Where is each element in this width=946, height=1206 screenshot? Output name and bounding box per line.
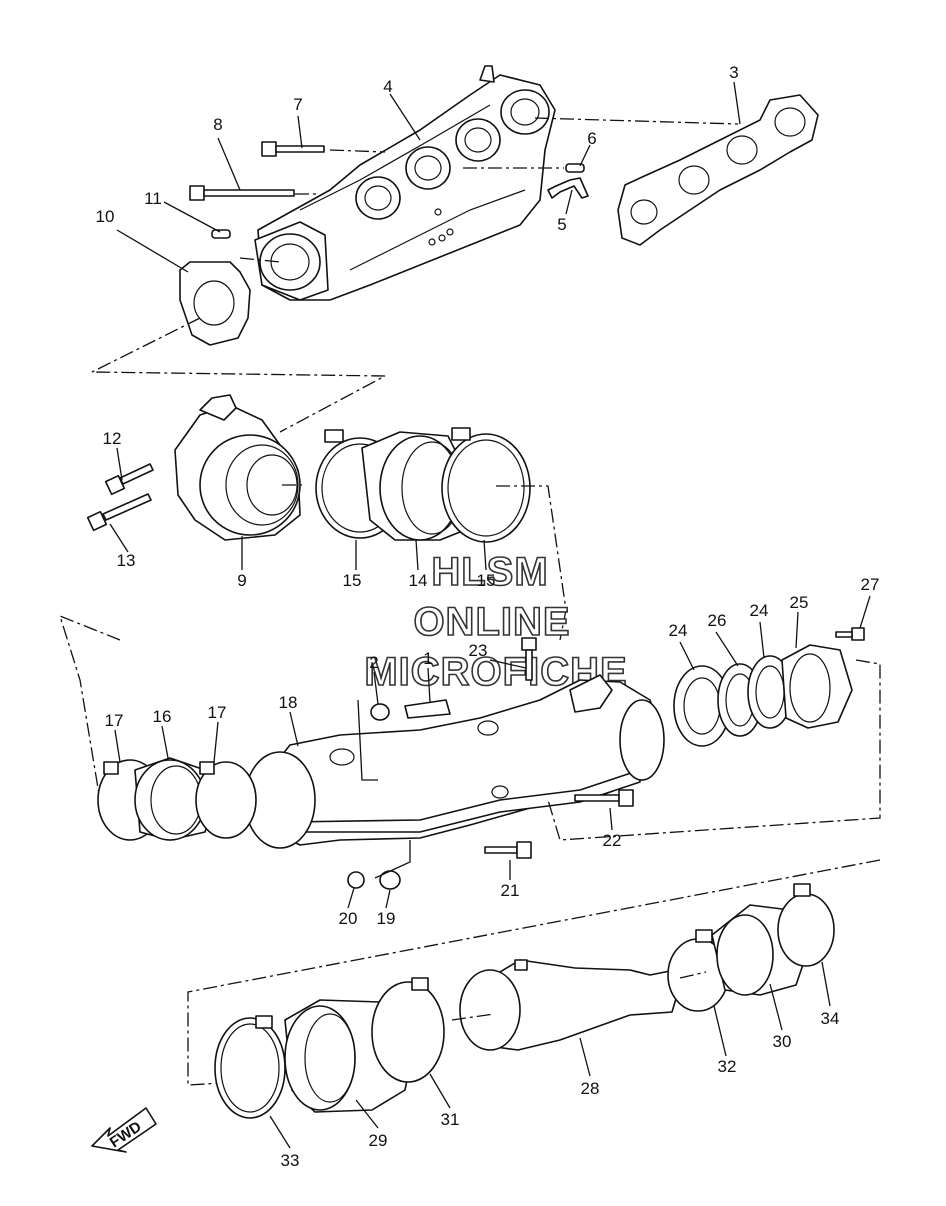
hose-clamp-17-right[interactable] <box>195 761 257 839</box>
bolt-13[interactable] <box>86 493 152 532</box>
callout-6: 6 <box>587 129 596 148</box>
plug-2[interactable] <box>370 703 390 721</box>
callout-10: 10 <box>96 207 115 226</box>
screw-23[interactable] <box>521 637 537 681</box>
exhaust-pipe-group <box>187 859 881 1119</box>
hose-clamp-33[interactable] <box>214 1017 286 1119</box>
nut-20[interactable] <box>347 871 365 889</box>
callout-31: 31 <box>441 1110 460 1129</box>
callout-14: 14 <box>409 571 428 590</box>
callout-27: 27 <box>861 575 880 594</box>
watermark-line-3: MICROFICHE <box>364 650 627 694</box>
callout-1: 1 <box>423 649 432 668</box>
fwd-arrow-icon <box>91 1107 157 1153</box>
callout-24-left: 24 <box>669 621 688 640</box>
dowel-pin-11[interactable] <box>211 229 231 239</box>
hose-clamp-31[interactable] <box>371 981 445 1083</box>
muffler-group <box>58 614 881 890</box>
callout-16: 16 <box>153 707 172 726</box>
callout-19: 19 <box>377 909 396 928</box>
bolt-21[interactable] <box>484 841 532 859</box>
callout-17-right: 17 <box>208 703 227 722</box>
callout-2: 2 <box>369 653 378 672</box>
callout-23: 23 <box>469 641 488 660</box>
hose-clamp-15-right[interactable] <box>441 433 531 543</box>
bolt-7[interactable] <box>261 141 325 157</box>
callout-21: 21 <box>501 881 520 900</box>
hose-clamp-34[interactable] <box>777 893 835 967</box>
forward-direction-arrow: FWD <box>91 1107 157 1153</box>
callout-20: 20 <box>339 909 358 928</box>
callout-18: 18 <box>279 693 298 712</box>
callout-34: 34 <box>821 1009 840 1028</box>
manifold-gasket[interactable] <box>617 94 819 246</box>
callout-28: 28 <box>581 1079 600 1098</box>
callout-29: 29 <box>369 1131 388 1150</box>
callout-5: 5 <box>557 215 566 234</box>
bolt-8[interactable] <box>189 185 295 201</box>
callout-13: 13 <box>117 551 136 570</box>
callout-33: 33 <box>281 1151 300 1170</box>
manifold-port-1 <box>500 89 550 135</box>
callout-8: 8 <box>213 115 222 134</box>
hose-fitting-5[interactable] <box>547 177 589 199</box>
callout-15-left: 15 <box>343 571 362 590</box>
bolt-12[interactable] <box>104 463 154 496</box>
callout-26: 26 <box>708 611 727 630</box>
callout-25: 25 <box>790 593 809 612</box>
watermark: HLSM ONLINE MICROFICHE <box>364 549 628 695</box>
manifold-port-3 <box>405 146 451 190</box>
callout-labels: 3 4 7 8 6 11 10 5 12 13 9 15 14 15 27 25… <box>96 63 880 1170</box>
callout-17-left: 17 <box>105 711 124 730</box>
exhaust-manifold-group <box>91 65 819 433</box>
callout-22: 22 <box>603 831 622 850</box>
callout-15-right: 15 <box>477 571 496 590</box>
callout-12: 12 <box>103 429 122 448</box>
callout-3: 3 <box>729 63 738 82</box>
callout-30: 30 <box>773 1032 792 1051</box>
callout-32: 32 <box>718 1057 737 1076</box>
watermark-line-2: ONLINE <box>413 600 570 644</box>
manifold-port-2 <box>455 118 501 162</box>
leader-lines <box>109 81 871 1149</box>
callout-24-right: 24 <box>750 601 769 620</box>
callout-11: 11 <box>144 189 162 208</box>
callout-9: 9 <box>237 571 246 590</box>
callout-7: 7 <box>293 95 302 114</box>
callout-4: 4 <box>383 77 392 96</box>
pin-6[interactable] <box>565 163 585 173</box>
watermark-line-1: HLSM <box>431 550 548 594</box>
outlet-gasket[interactable] <box>179 261 251 346</box>
manifold-port-4 <box>355 176 401 220</box>
bolt-27[interactable] <box>835 627 865 641</box>
flange-25[interactable] <box>781 644 853 729</box>
bushing-1[interactable] <box>404 699 451 719</box>
bolt-22[interactable] <box>574 789 634 807</box>
adapter-group <box>86 394 567 641</box>
